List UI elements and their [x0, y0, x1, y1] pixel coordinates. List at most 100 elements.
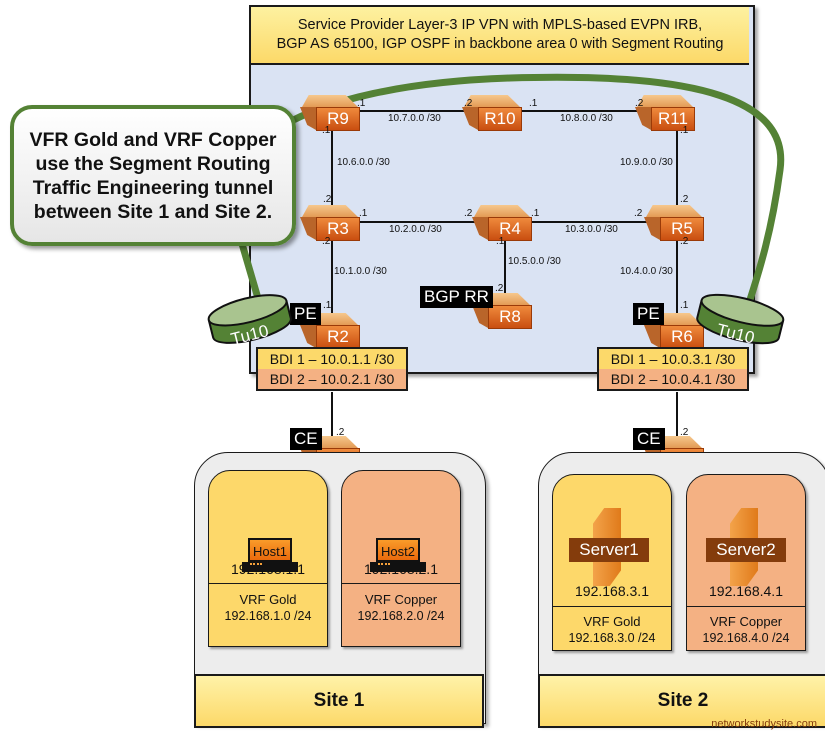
- router-r4-label: R4: [488, 217, 532, 241]
- server1-ip: 192.168.3.1: [575, 583, 649, 599]
- tunnel-callout: VFR Gold and VRF Copper use the Segment …: [10, 105, 296, 246]
- callout-line-2: use the Segment Routing: [35, 152, 271, 175]
- router-side: [462, 107, 478, 130]
- ip-r5-r4: .2: [634, 208, 643, 219]
- router-r11[interactable]: R11: [633, 95, 695, 131]
- vrf-divider: [342, 583, 460, 584]
- backbone-title: Service Provider Layer-3 IP VPN with MPL…: [251, 7, 749, 65]
- ip-r3-r2: .2: [322, 236, 331, 247]
- bdi2-site2: BDI 2 – 10.0.4.1 /30: [597, 369, 749, 391]
- net-r3-r4: 10.2.0.0 /30: [389, 224, 442, 235]
- router-r9-label: R9: [316, 107, 360, 131]
- host1-label: Host1: [248, 538, 292, 562]
- router-top: [302, 95, 358, 107]
- net-r3-r2: 10.1.0.0 /30: [334, 266, 387, 277]
- ip-r7: .2: [680, 427, 689, 438]
- router-side: [300, 107, 316, 130]
- ip-r2-r3: .1: [323, 300, 332, 311]
- host2[interactable]: Host2: [370, 538, 426, 578]
- ip-r3-r4: .1: [359, 208, 368, 219]
- vrf-divider: [553, 606, 671, 607]
- router-r9[interactable]: R9: [298, 95, 360, 131]
- router-top: [646, 205, 702, 217]
- router-side: [635, 107, 651, 130]
- ip-r8-r4: .2: [495, 283, 504, 294]
- router-side: [644, 325, 660, 348]
- backbone-title-line2: BGP AS 65100, IGP OSPF in backbone area …: [276, 36, 724, 52]
- ip-r9-r3: .1: [322, 125, 331, 136]
- host2-label: Host2: [376, 538, 420, 562]
- router-side: [472, 305, 488, 328]
- callout-line-1: VFR Gold and VRF Copper: [29, 128, 277, 151]
- server1[interactable]: Server1: [569, 508, 649, 588]
- site1-vrf-copper-name: VRF Copper: [364, 592, 438, 607]
- site2-vrf-copper-subnet: 192.168.4.0 /24: [702, 631, 790, 645]
- server2[interactable]: Server2: [706, 508, 786, 588]
- callout-line-3: Traffic Engineering tunnel: [32, 176, 274, 199]
- net-r5-r6: 10.4.0.0 /30: [620, 266, 673, 277]
- router-top: [474, 205, 530, 217]
- net-r4-r8: 10.5.0.0 /30: [508, 256, 561, 267]
- router-side: [472, 217, 488, 240]
- router-r8-label: R8: [488, 305, 532, 329]
- site1-vrf-gold-name: VRF Gold: [239, 592, 297, 607]
- router-r2[interactable]: R2: [298, 313, 360, 349]
- ip-r4-r5: .1: [531, 208, 540, 219]
- net-r9-r3: 10.6.0.0 /30: [337, 157, 390, 168]
- ip-r10-r11: .1: [529, 98, 538, 109]
- router-r3-label: R3: [316, 217, 360, 241]
- site2-vrf-copper-name: VRF Copper: [709, 614, 783, 629]
- laptop-base-icon: [370, 562, 426, 572]
- ce-tag-r1: CE: [290, 428, 322, 450]
- host1[interactable]: Host1: [242, 538, 298, 578]
- site1-vrf-gold-subnet: 192.168.1.0 /24: [224, 609, 312, 623]
- router-side: [300, 217, 316, 240]
- backbone-title-line1: Service Provider Layer-3 IP VPN with MPL…: [297, 17, 703, 33]
- server1-label: Server1: [569, 538, 649, 562]
- site2-vrf-gold-name: VRF Gold: [583, 614, 641, 629]
- bdi1-site2: BDI 1 – 10.0.3.1 /30: [597, 347, 749, 371]
- ce-tag-r7: CE: [633, 428, 665, 450]
- net-r10-r11: 10.8.0.0 /30: [560, 113, 613, 124]
- watermark: networkstudysite.com: [711, 718, 817, 730]
- router-r10[interactable]: R10: [460, 95, 522, 131]
- router-r11-label: R11: [651, 107, 695, 131]
- router-top: [637, 95, 693, 107]
- ip-r5-r11: .2: [680, 194, 689, 205]
- router-r5-label: R5: [660, 217, 704, 241]
- ip-r4-r8: .1: [496, 236, 505, 247]
- ip-r5-r6: .2: [680, 236, 689, 247]
- router-r6-label: R6: [660, 325, 704, 349]
- ip-r9-r10: .1: [357, 98, 366, 109]
- router-top: [302, 205, 358, 217]
- router-r8[interactable]: R8: [470, 293, 532, 329]
- router-r2-label: R2: [316, 325, 360, 349]
- bgp-rr-tag: BGP RR: [420, 286, 493, 308]
- callout-line-4: between Site 1 and Site 2.: [33, 200, 273, 223]
- site1-label: Site 1: [194, 674, 484, 728]
- router-r5[interactable]: R5: [642, 205, 704, 241]
- router-side: [644, 217, 660, 240]
- router-r10-label: R10: [478, 107, 522, 131]
- server2-ip: 192.168.4.1: [709, 583, 783, 599]
- router-r3[interactable]: R3: [298, 205, 360, 241]
- laptop-keys-icon: [378, 563, 390, 567]
- vrf-divider: [687, 606, 805, 607]
- router-side: [300, 325, 316, 348]
- ip-r11-r10: .2: [635, 98, 644, 109]
- ip-r11-r5: .1: [680, 125, 689, 136]
- ip-r1: .2: [336, 427, 345, 438]
- site2-vrf-gold-subnet: 192.168.3.0 /24: [568, 631, 656, 645]
- laptop-keys-icon: [250, 563, 262, 567]
- net-r11-r5: 10.9.0.0 /30: [620, 157, 673, 168]
- net-r9-r10: 10.7.0.0 /30: [388, 113, 441, 124]
- tunnel-interface-site2[interactable]: Tu10: [690, 290, 790, 350]
- vrf-divider: [209, 583, 327, 584]
- site2-label: Site 2: [538, 674, 825, 728]
- site1-vrf-copper-subnet: 192.168.2.0 /24: [357, 609, 445, 623]
- ip-r3-r9: .2: [323, 194, 332, 205]
- router-r4[interactable]: R4: [470, 205, 532, 241]
- bdi2-site1: BDI 2 – 10.0.2.1 /30: [256, 369, 408, 391]
- tunnel-interface-site1[interactable]: Tu10: [205, 290, 295, 350]
- pe-tag-r6: PE: [633, 303, 664, 325]
